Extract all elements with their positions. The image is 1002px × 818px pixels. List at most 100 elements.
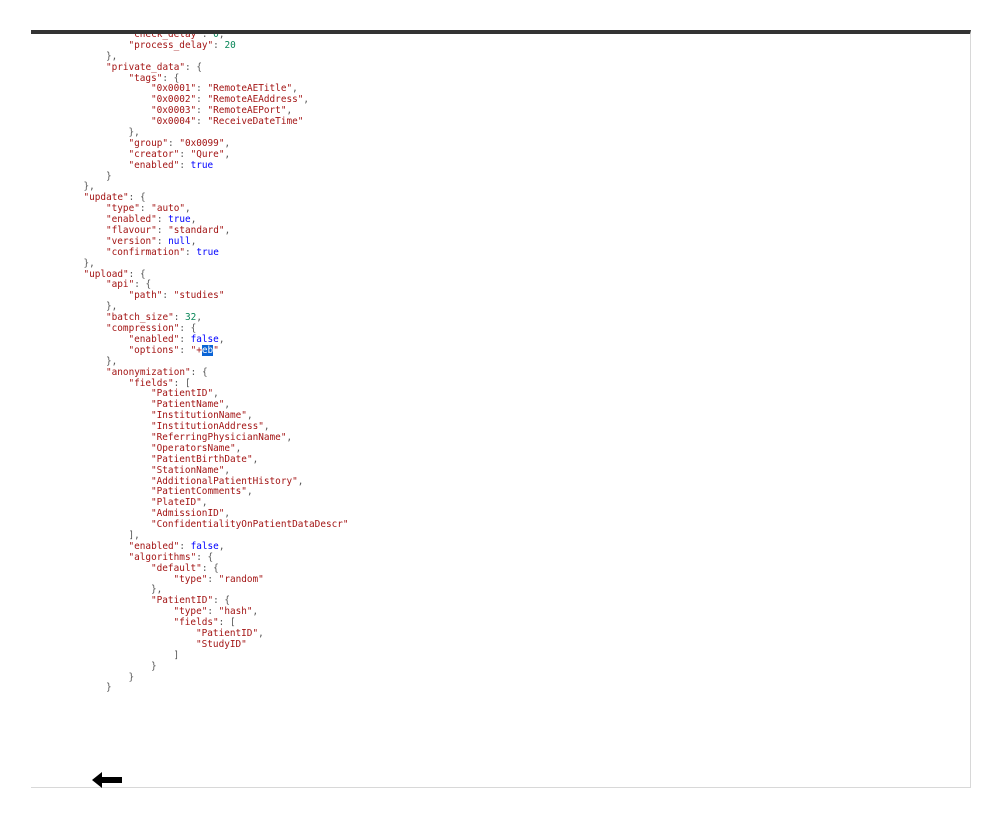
code-token: "anonymization" [106, 366, 191, 378]
code-token: , [246, 486, 253, 498]
code-token: "algorithms" [128, 551, 197, 563]
code-token: : [196, 94, 208, 106]
code-line: "enabled": true [61, 159, 349, 172]
code-token: true [196, 246, 219, 258]
code-token: : { [185, 61, 202, 73]
code-line: "PatientID", [61, 388, 349, 400]
code-token: , [196, 312, 202, 324]
code-line: "type": "random" [61, 573, 349, 586]
code-token: "group" [128, 137, 169, 149]
json-code-block[interactable]: "check_delay": 0,"process_delay": 20},"p… [61, 30, 349, 694]
code-line: "PlateID", [61, 497, 349, 509]
code-token: "PatientBirthDate" [151, 453, 253, 465]
code-line: "fields": [ [61, 377, 349, 390]
code-token: : [156, 225, 169, 237]
code-token: "enabled" [128, 333, 180, 345]
code-token: "type" [173, 573, 208, 585]
code-token: "ConfidentialityOnPatientDataDescr" [151, 519, 349, 531]
code-line: "compression": { [61, 323, 349, 335]
code-token: : { [162, 72, 180, 84]
code-token: : [ [218, 617, 236, 629]
code-token: "random" [218, 573, 264, 585]
code-token: : [207, 606, 219, 618]
code-token: , [201, 497, 208, 509]
code-token: , [297, 475, 304, 487]
code-token: "flavour" [106, 225, 157, 237]
code-token: : [156, 235, 169, 247]
code-line: }, [61, 50, 349, 63]
code-line: "type": "auto", [61, 203, 349, 215]
code-token: "check_delay" [128, 30, 202, 40]
code-token: : [156, 214, 169, 226]
code-token: "InstitutionName" [151, 410, 247, 422]
code-token: , [224, 148, 231, 160]
code-token: : { [179, 323, 197, 335]
code-token: "standard" [168, 225, 225, 237]
code-token: , [258, 627, 264, 639]
code-token: 20 [224, 39, 236, 51]
code-token: "options" [128, 344, 180, 356]
code-line: "anonymization": { [61, 366, 349, 379]
code-token: }, [151, 584, 163, 596]
code-token: "path" [128, 290, 163, 302]
code-token: }, [106, 355, 118, 367]
code-token: "fields" [128, 377, 174, 389]
code-token: : [179, 540, 191, 552]
code-token: "StudyID" [196, 638, 247, 650]
code-token: , [213, 388, 219, 400]
code-token: : [185, 246, 197, 258]
code-line: "process_delay": 20 [61, 39, 349, 52]
code-viewer[interactable]: "check_delay": 0,"process_delay": 20},"p… [31, 30, 971, 788]
code-token: , [235, 442, 242, 454]
code-line: }, [61, 301, 349, 313]
code-token: : [ [173, 377, 191, 389]
code-token: "api" [106, 279, 135, 291]
code-token: "enabled" [106, 214, 157, 226]
code-line: "PatientID": { [61, 595, 349, 607]
code-token: : [179, 333, 191, 345]
code-line: }, [61, 127, 349, 139]
code-line: "AdditionalPatientHistory", [61, 475, 349, 488]
code-line: "0x0003": "RemoteAEPort", [61, 105, 349, 117]
code-token: : { [128, 268, 146, 280]
code-line: "ConfidentialityOnPatientDataDescr" [61, 519, 349, 531]
code-token: "type" [106, 203, 140, 215]
code-line: "creator": "Qure", [61, 148, 349, 161]
code-token: "ReceiveDateTime" [207, 116, 304, 128]
left-arrow-icon [92, 772, 122, 788]
code-token: 0 [213, 30, 219, 40]
code-token: "0x0001" [151, 83, 197, 95]
code-token: : { [201, 562, 219, 574]
code-token: , [263, 421, 270, 433]
code-token: : [179, 159, 191, 171]
code-token: }, [106, 50, 118, 62]
code-token: "process_delay" [128, 39, 214, 51]
code-line: "tags": { [61, 72, 349, 85]
code-token: , [224, 137, 231, 149]
code-token: : [179, 148, 191, 160]
code-token: }, [83, 257, 95, 269]
code-line: "enabled": true, [61, 214, 349, 226]
code-token: "OperatorsName" [151, 442, 236, 454]
code-line: "upload": { [61, 268, 349, 281]
code-token: "RemoteAETitle" [207, 83, 293, 95]
code-token: , [252, 453, 259, 465]
code-line: "path": "studies" [61, 290, 349, 302]
code-token: : { [196, 551, 214, 563]
code-token: "studies" [173, 290, 225, 302]
code-token: : [213, 39, 225, 51]
code-token: "InstitutionAddress" [151, 421, 264, 433]
code-token: "fields" [173, 617, 219, 629]
code-line: "private_data": { [61, 61, 349, 74]
code-token: : [162, 290, 174, 302]
code-token: } [106, 170, 112, 182]
code-line: "PatientName", [61, 399, 349, 411]
code-line: "type": "hash", [61, 606, 349, 618]
code-token: "PatientName" [151, 399, 225, 411]
code-token: false [190, 333, 219, 345]
code-token: , [286, 105, 293, 117]
code-token: "type" [173, 606, 208, 618]
code-token: false [190, 540, 219, 552]
code-line: "fields": [ [61, 617, 349, 629]
code-line: "confirmation": true [61, 246, 349, 259]
